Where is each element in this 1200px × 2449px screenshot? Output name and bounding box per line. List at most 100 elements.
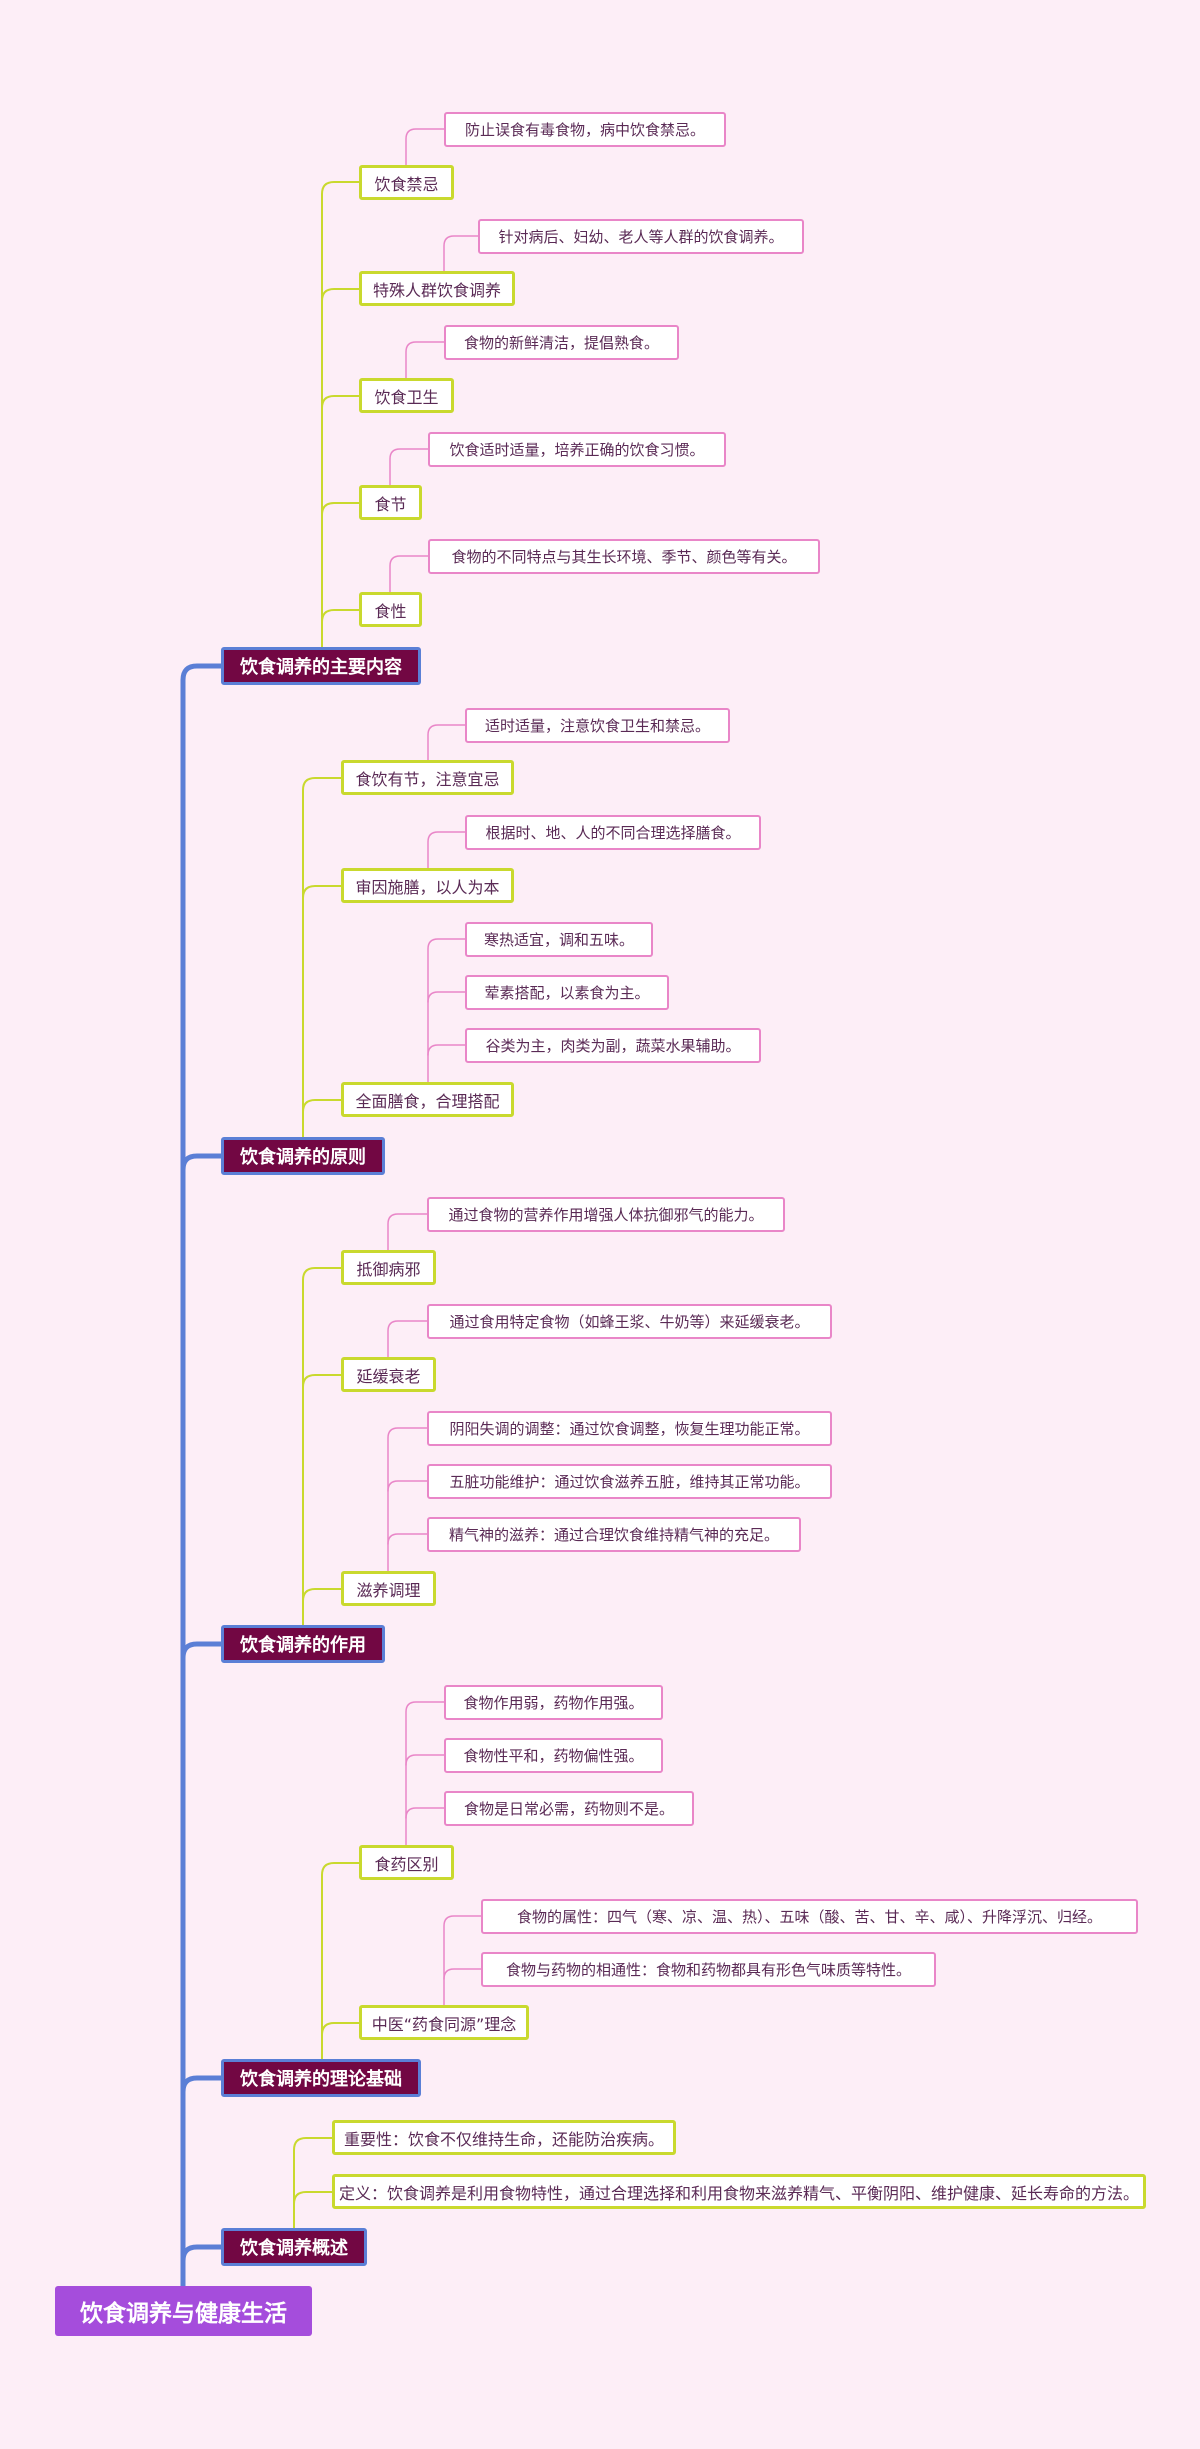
- leaf-label: 食物的不同特点与其生长环境、季节、颜色等有关。: [451, 548, 797, 566]
- leaf-node[interactable]: 食物是日常必需，药物则不是。: [444, 1791, 694, 1826]
- connector-line: [405, 341, 445, 379]
- connector-line: [321, 395, 360, 409]
- leaf-label: 寒热适宜，调和五味。: [483, 931, 634, 949]
- sub-label: 重要性：饮食不仅维持生命，还能防治疾病。: [344, 2129, 665, 2149]
- connector-line: [321, 181, 360, 648]
- connector-line: [427, 1044, 466, 1056]
- sub-node-food-vs-medicine[interactable]: 食药区别: [359, 1845, 454, 1880]
- leaf-node[interactable]: 食物的新鲜清洁，提倡熟食。: [444, 325, 679, 360]
- sub-label: 全面膳食，合理搭配: [355, 1091, 500, 1111]
- leaf-label: 通过食物的营养作用增强人体抗御邪气的能力。: [448, 1206, 764, 1224]
- sub-label: 食饮有节，注意宜忌: [355, 769, 500, 789]
- connector-line: [427, 724, 466, 761]
- sub-node-food-nature[interactable]: 食性: [359, 592, 422, 627]
- sub-node-diet-timing[interactable]: 食节: [359, 485, 422, 520]
- connector-line: [387, 1213, 428, 1251]
- sub-node-special-groups[interactable]: 特殊人群饮食调养: [359, 271, 515, 306]
- branch-main-content[interactable]: 饮食调养的主要内容: [221, 647, 421, 685]
- leaf-label: 食物与药物的相通性：食物和药物都具有形色气味质等特性。: [505, 1961, 911, 1979]
- leaf-node[interactable]: 谷类为主，肉类为副，蔬菜水果辅助。: [465, 1028, 761, 1063]
- connector-line: [302, 1374, 342, 1388]
- connector-line: [405, 1807, 445, 1819]
- leaf-label: 防止误食有毒食物，病中饮食禁忌。: [464, 121, 705, 139]
- sub-label: 中医“药食同源”理念: [371, 2014, 517, 2034]
- connector-line: [293, 2137, 333, 2229]
- leaf-label: 饮食适时适量，培养正确的饮食习惯。: [449, 441, 705, 459]
- leaf-node[interactable]: 通过食用特定食物（如蜂王浆、牛奶等）来延缓衰老。: [427, 1304, 832, 1339]
- root-node[interactable]: 饮食调养与健康生活: [55, 2286, 312, 2336]
- connector-line: [180, 663, 224, 2289]
- connector-line: [180, 1641, 224, 1661]
- connector-line: [443, 1915, 482, 2006]
- leaf-label: 阴阳失调的调整：通过饮食调整，恢复生理功能正常。: [449, 1420, 810, 1438]
- sub-node-anti-aging[interactable]: 延缓衰老: [341, 1357, 436, 1392]
- sub-node-diet-taboo[interactable]: 饮食禁忌: [359, 165, 454, 200]
- connector-line: [427, 831, 466, 869]
- leaf-node[interactable]: 阴阳失调的调整：通过饮食调整，恢复生理功能正常。: [427, 1411, 832, 1446]
- connector-line: [443, 235, 479, 272]
- leaf-node[interactable]: 根据时、地、人的不同合理选择膳食。: [465, 815, 761, 850]
- connector-line: [443, 1968, 482, 1980]
- connector-line: [180, 2244, 224, 2264]
- leaf-node[interactable]: 荤素搭配，以素食为主。: [465, 975, 669, 1010]
- leaf-label: 谷类为主，肉类为副，蔬菜水果辅助。: [485, 1037, 741, 1055]
- leaf-label: 荤素搭配，以素食为主。: [484, 984, 650, 1002]
- connector-line: [180, 2075, 224, 2095]
- branch-effects[interactable]: 饮食调养的作用: [221, 1625, 385, 1663]
- connector-line: [389, 555, 429, 593]
- leaf-label: 食物作用弱，药物作用强。: [463, 1694, 644, 1712]
- sub-label: 饮食卫生: [374, 387, 439, 407]
- leaf-label: 根据时、地、人的不同合理选择膳食。: [485, 824, 741, 842]
- leaf-node[interactable]: 食物与药物的相通性：食物和药物都具有形色气味质等特性。: [481, 1952, 936, 1987]
- leaf-node[interactable]: 针对病后、妇幼、老人等人群的饮食调养。: [478, 219, 804, 254]
- sub-node-individualized[interactable]: 审因施膳，以人为本: [341, 868, 514, 903]
- sub-node-importance[interactable]: 重要性：饮食不仅维持生命，还能防治疾病。: [332, 2120, 676, 2155]
- connector-line: [387, 1533, 428, 1545]
- branch-label: 饮食调养概述: [240, 2238, 348, 2259]
- leaf-node[interactable]: 五脏功能维护：通过饮食滋养五脏，维持其正常功能。: [427, 1464, 832, 1499]
- connector-line: [293, 2191, 333, 2205]
- connector-line: [405, 128, 445, 166]
- branch-theory[interactable]: 饮食调养的理论基础: [221, 2059, 421, 2097]
- sub-label: 特殊人群饮食调养: [373, 280, 502, 300]
- connector-line: [387, 1427, 428, 1572]
- leaf-node[interactable]: 食物的属性：四气（寒、凉、温、热）、五味（酸、苦、甘、辛、咸）、升降浮沉、归经。: [481, 1899, 1138, 1934]
- connector-line: [302, 777, 342, 1138]
- sub-node-diet-hygiene[interactable]: 饮食卫生: [359, 378, 454, 413]
- leaf-label: 适时适量，注意饮食卫生和禁忌。: [484, 717, 710, 735]
- sub-label: 延缓衰老: [356, 1366, 421, 1386]
- leaf-label: 五脏功能维护：通过饮食滋养五脏，维持其正常功能。: [449, 1473, 810, 1491]
- connector-line: [389, 448, 429, 486]
- connector-line: [321, 502, 360, 516]
- leaf-node[interactable]: 精气神的滋养：通过合理饮食维持精气神的充足。: [427, 1517, 801, 1552]
- sub-label: 抵御病邪: [356, 1259, 421, 1279]
- leaf-node[interactable]: 饮食适时适量，培养正确的饮食习惯。: [428, 432, 726, 467]
- leaf-node[interactable]: 寒热适宜，调和五味。: [465, 922, 653, 957]
- sub-node-food-medicine-same-source[interactable]: 中医“药食同源”理念: [359, 2005, 529, 2040]
- branch-label: 饮食调养的作用: [240, 1635, 366, 1656]
- leaf-node[interactable]: 食物性平和，药物偏性强。: [444, 1738, 663, 1773]
- sub-node-definition[interactable]: 定义：饮食调养是利用食物特性，通过合理选择和利用食物来滋养精气、平衡阴阳、维护健…: [332, 2174, 1146, 2209]
- leaf-label: 精气神的滋养：通过合理饮食维持精气神的充足。: [448, 1526, 779, 1544]
- branch-label: 饮食调养的理论基础: [240, 2069, 402, 2090]
- sub-node-resist-disease[interactable]: 抵御病邪: [341, 1250, 436, 1285]
- sub-node-balanced-diet[interactable]: 全面膳食，合理搭配: [341, 1082, 514, 1117]
- leaf-node[interactable]: 食物作用弱，药物作用强。: [444, 1685, 663, 1720]
- connector-line: [405, 1754, 445, 1766]
- sub-node-moderation[interactable]: 食饮有节，注意宜忌: [341, 760, 514, 795]
- sub-label: 饮食禁忌: [374, 174, 439, 194]
- sub-label: 审因施膳，以人为本: [355, 877, 500, 897]
- root-label: 饮食调养与健康生活: [80, 2301, 287, 2327]
- leaf-node[interactable]: 防止误食有毒食物，病中饮食禁忌。: [444, 112, 726, 147]
- leaf-node[interactable]: 适时适量，注意饮食卫生和禁忌。: [465, 708, 730, 743]
- branch-principles[interactable]: 饮食调养的原则: [221, 1137, 385, 1175]
- connector-line: [427, 938, 466, 1083]
- sub-node-nourish[interactable]: 滋养调理: [341, 1571, 436, 1606]
- sub-label: 食药区别: [374, 1854, 439, 1874]
- branch-label: 饮食调养的主要内容: [240, 657, 402, 678]
- leaf-node[interactable]: 通过食物的营养作用增强人体抗御邪气的能力。: [427, 1197, 785, 1232]
- branch-overview[interactable]: 饮食调养概述: [221, 2228, 367, 2266]
- connector-line: [180, 1153, 224, 1173]
- leaf-node[interactable]: 食物的不同特点与其生长环境、季节、颜色等有关。: [428, 539, 820, 574]
- connector-line: [302, 885, 342, 899]
